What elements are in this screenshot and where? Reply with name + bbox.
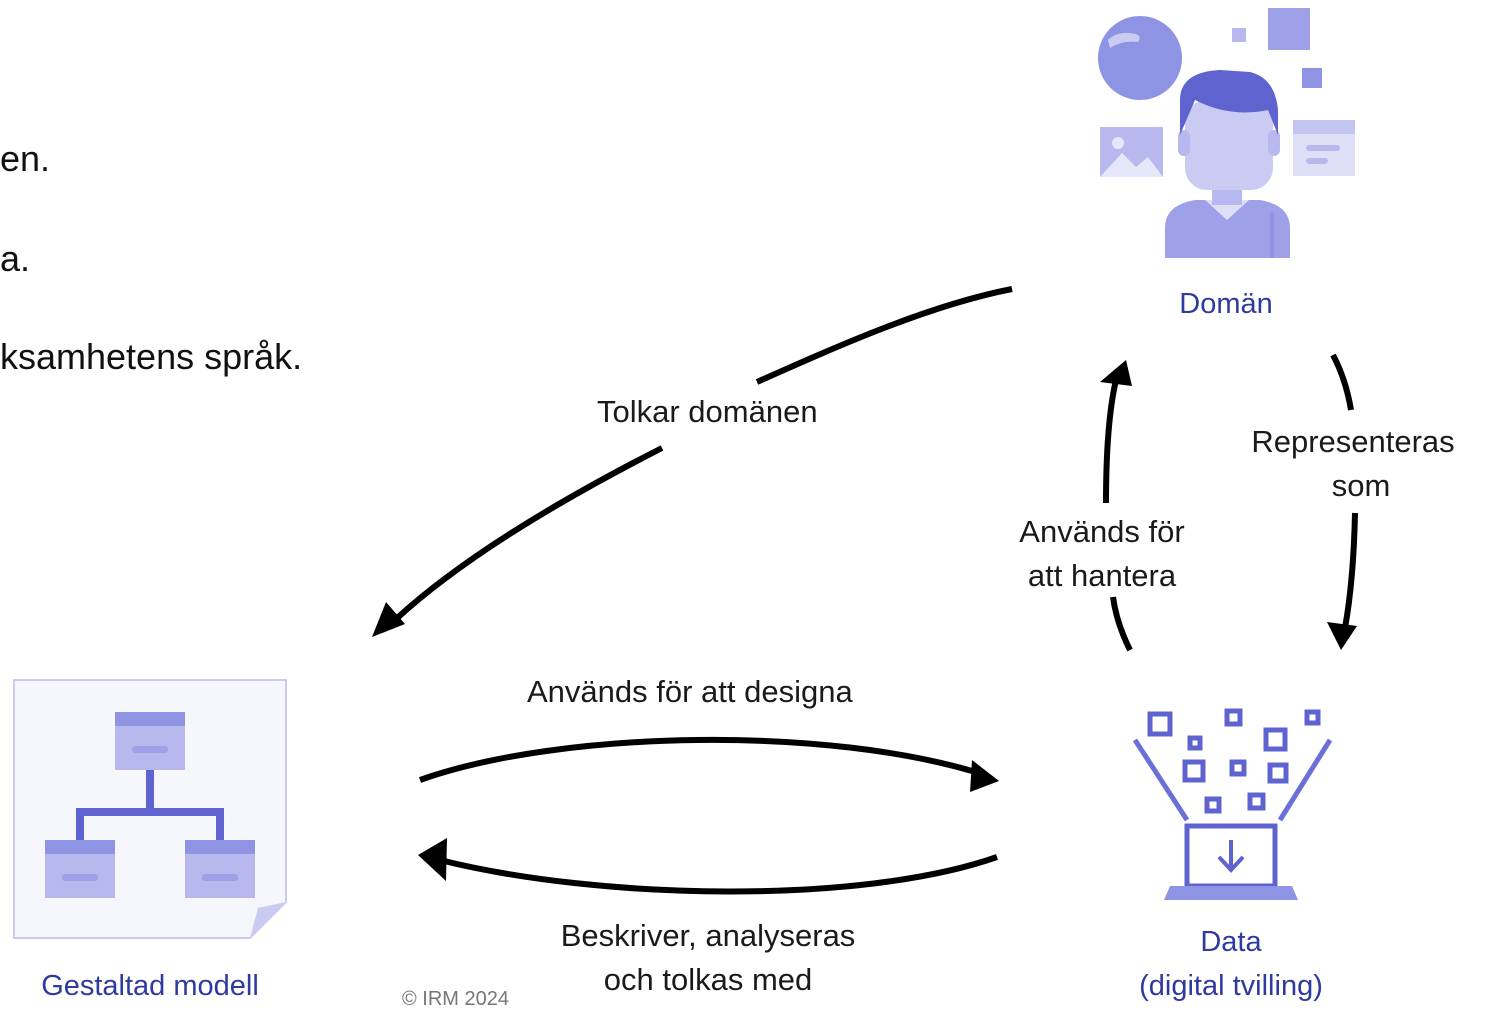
- node-label-data-line2: (digital tvilling): [1139, 970, 1323, 1002]
- node-label-domain: Domän: [1179, 288, 1273, 320]
- arrow-design: [418, 736, 986, 783]
- edge-label-used-manage-line1: Används för: [1019, 514, 1185, 549]
- copyright-text: © IRM 2024: [402, 988, 510, 1010]
- edge-label-used-design: Används för att designa: [527, 674, 853, 709]
- arrowhead-describes: [418, 838, 447, 881]
- bullet-text-3: ksamhetens språk.: [0, 336, 303, 377]
- node-label-data-line1: Data: [1200, 926, 1262, 958]
- edge-label-interprets: Tolkar domänen: [597, 394, 818, 429]
- arrowhead-design: [970, 760, 999, 792]
- bullet-text-1: en.: [0, 138, 51, 179]
- edge-label-used-manage-line2: att hantera: [1027, 558, 1177, 593]
- arrow-describes: [439, 854, 998, 895]
- edge-label-represented: Representeras som: [1240, 420, 1466, 508]
- edge-label-used-manage: Används för att hantera: [1006, 510, 1198, 598]
- arrowhead-manage: [1100, 360, 1132, 386]
- arrowhead-interprets: [372, 602, 405, 637]
- edge-label-describes-line1: Beskriver, analyseras: [560, 918, 856, 953]
- bullet-text-2: a.: [0, 238, 31, 279]
- arrow-represented-upper: [1330, 353, 1354, 411]
- node-label-model: Gestaltad modell: [41, 970, 259, 1002]
- edge-label-represented-line1: Representeras: [1251, 424, 1455, 459]
- arrow-interprets-upper: [755, 286, 1013, 385]
- arrow-represented-lower: [1342, 512, 1358, 629]
- arrow-manage-lower: [1110, 596, 1133, 652]
- arrow-interprets-lower: [392, 445, 664, 623]
- edge-label-represented-line2: som: [1331, 468, 1391, 503]
- node-label-data: Data (digital tvilling): [1100, 920, 1362, 1008]
- edge-label-describes: Beskriver, analyseras och tolkas med: [536, 914, 880, 1002]
- arrowhead-represented: [1327, 622, 1357, 650]
- arrow-manage-upper: [1103, 379, 1119, 504]
- edge-label-describes-line2: och tolkas med: [603, 962, 813, 997]
